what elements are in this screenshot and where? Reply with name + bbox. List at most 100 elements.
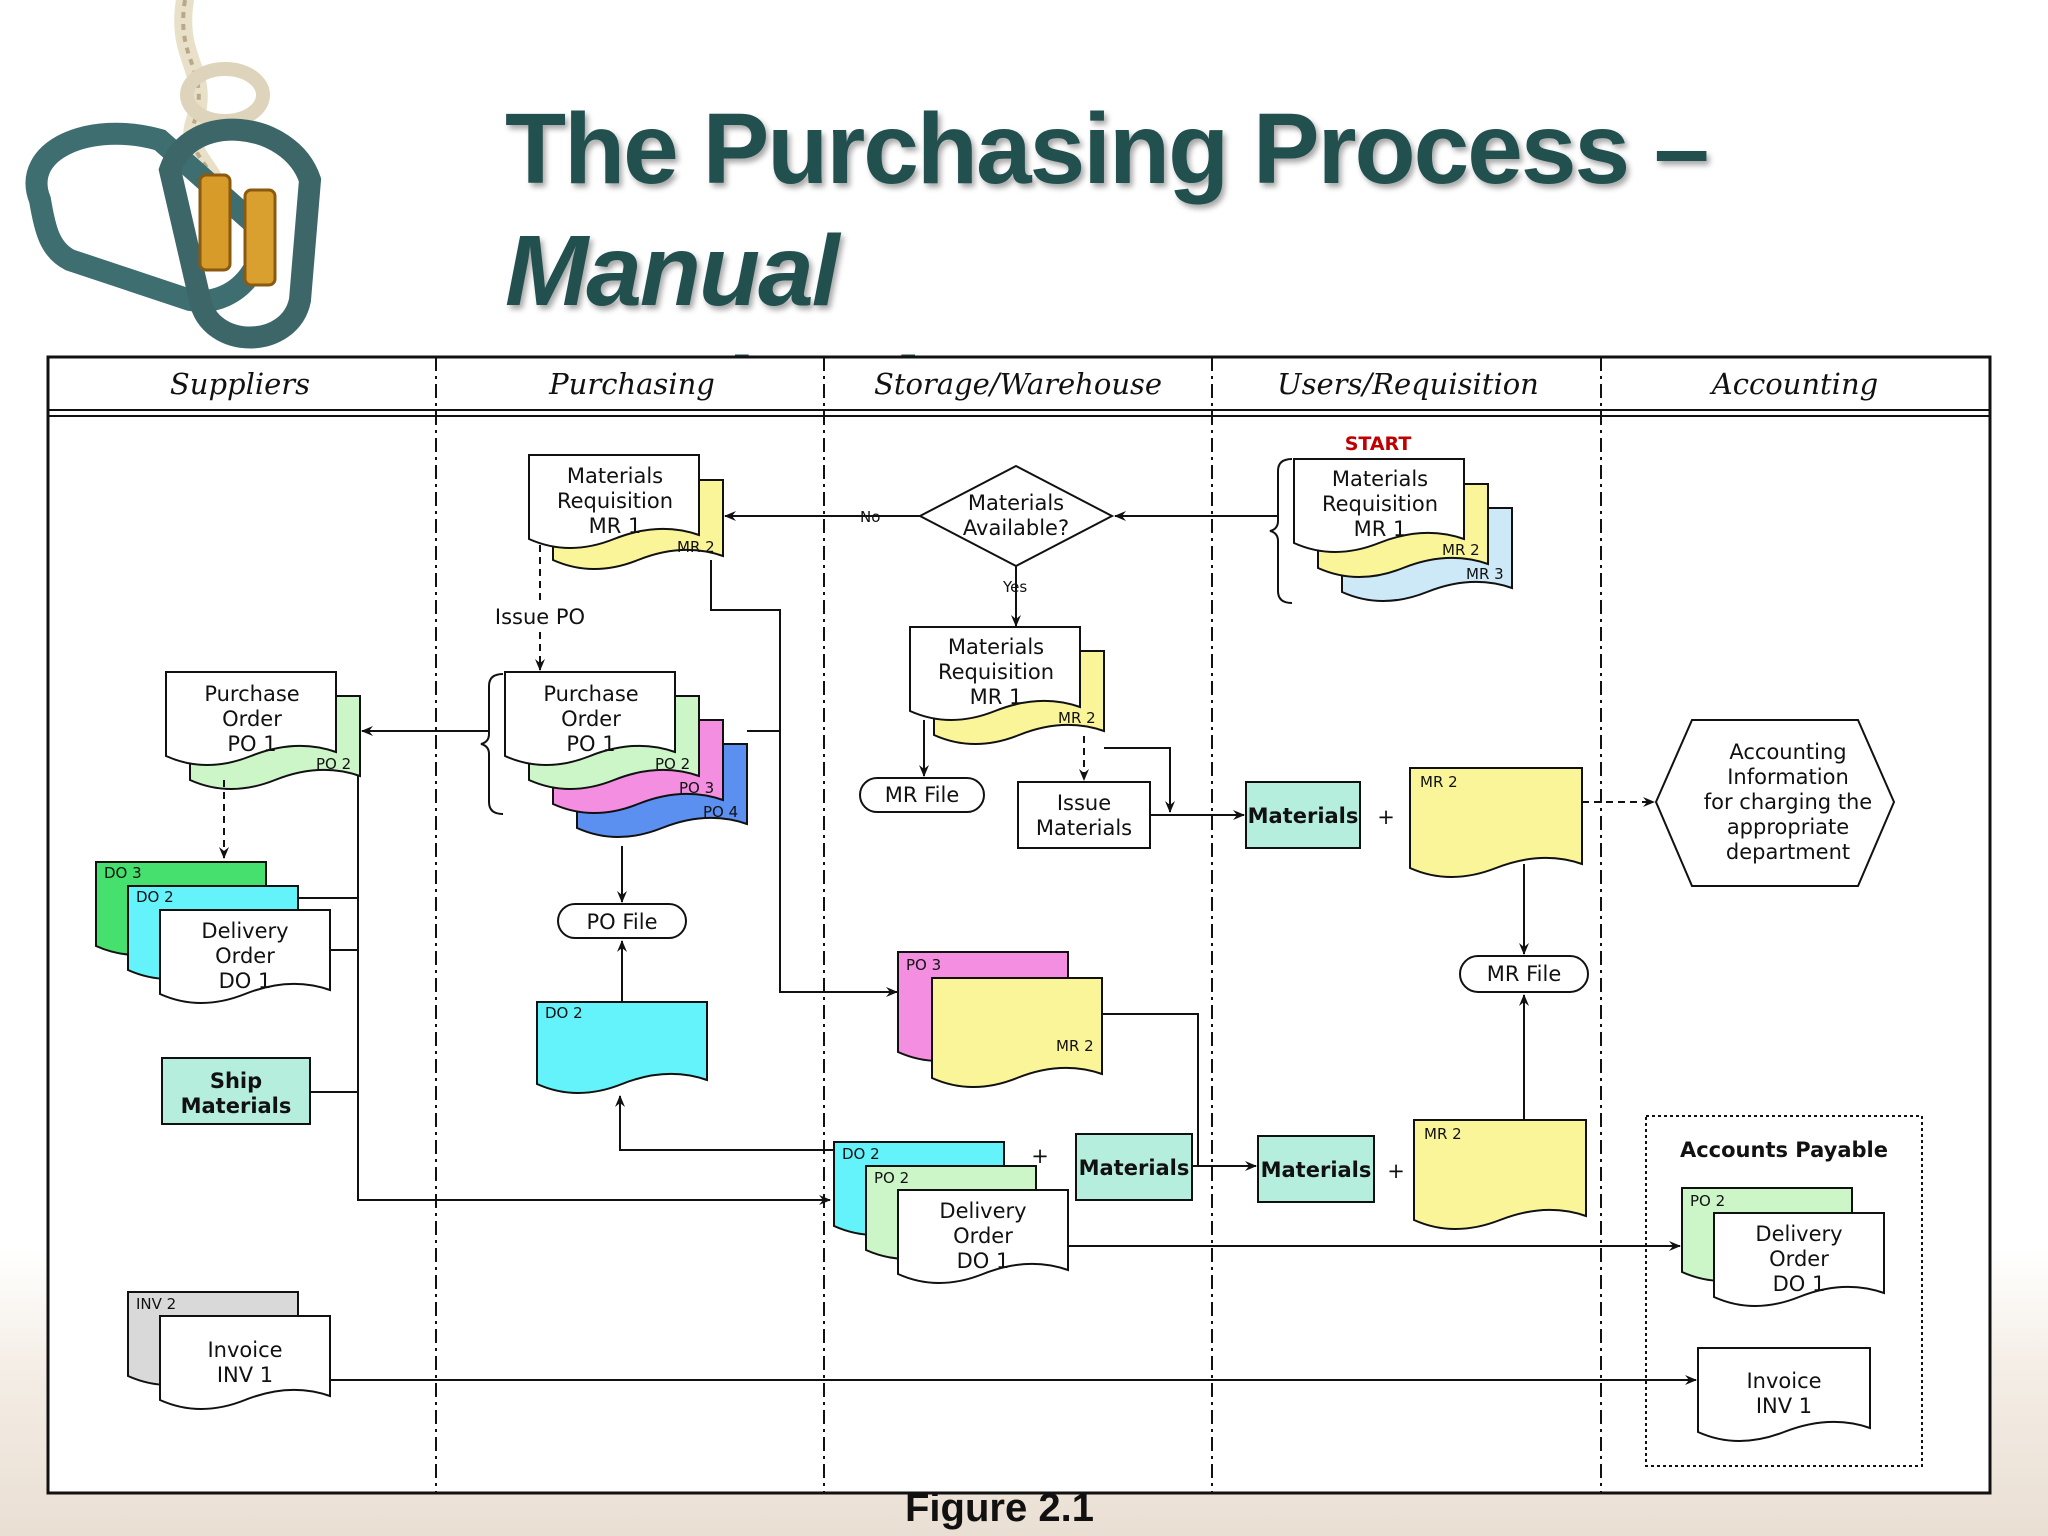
mr2-document-users-upper: MR 2 xyxy=(1409,767,1583,878)
do-accounting-line2: Order xyxy=(1769,1247,1829,1271)
po-suppliers-line3: PO 1 xyxy=(227,732,276,756)
do-suppliers-line2: Order xyxy=(215,944,275,968)
issue-po-label: Issue PO xyxy=(495,605,585,629)
mr2-tag-purchasing: MR 2 xyxy=(677,538,715,556)
decision-materials-available: Materials Available? xyxy=(917,464,1115,568)
mr-doc-line3: MR 1 xyxy=(1354,517,1407,541)
ship-line1: Ship xyxy=(210,1069,262,1093)
materials-users-upper: Materials xyxy=(1245,781,1361,849)
brace-purchasing xyxy=(480,673,504,815)
decision-line2: Available? xyxy=(963,516,1069,540)
issue-line2: Materials xyxy=(1036,816,1132,840)
lane-header-suppliers: Suppliers xyxy=(170,367,310,401)
do2-tag-storage: DO 2 xyxy=(842,1145,880,1163)
start-label: START xyxy=(1345,433,1412,455)
do-document-set-storage: DO 2 PO 2 Delivery Order DO 1 xyxy=(833,1141,1069,1284)
arrow-do-to-purchasing-do2 xyxy=(615,1095,834,1151)
acct-line2: Information xyxy=(1727,765,1849,789)
invoice-suppliers-line1: Invoice xyxy=(207,1338,282,1362)
po-purchasing-line2: Order xyxy=(561,707,621,731)
brace-users xyxy=(1269,458,1293,604)
lane-header-accounting: Accounting xyxy=(1709,367,1878,401)
do-storage-line2: Order xyxy=(953,1224,1013,1248)
do-accounting-line3: DO 1 xyxy=(1773,1272,1826,1296)
po3-tag: PO 3 xyxy=(679,779,714,797)
mr2-tag-storage-pair: MR 2 xyxy=(1056,1037,1094,1055)
plus-storage: + xyxy=(1031,1144,1049,1168)
acct-line4: appropriate xyxy=(1727,815,1849,839)
mr-file-storage-label: MR File xyxy=(885,783,960,807)
carabiner-right xyxy=(158,118,322,349)
mr-document-purchasing: MR 2 Materials Requisition MR 1 xyxy=(528,454,724,570)
po2-tag-storage: PO 2 xyxy=(874,1169,909,1187)
plus-users-lower: + xyxy=(1387,1159,1405,1183)
mr-file-storage: MR File xyxy=(859,777,985,813)
line-do-to-trunk xyxy=(298,897,358,1093)
invoice-accounting-line1: Invoice xyxy=(1746,1369,1821,1393)
ship-materials-process: Ship Materials xyxy=(161,1057,311,1125)
mr-purchasing-line3: MR 1 xyxy=(589,514,642,538)
po-suppliers-line2: Order xyxy=(222,707,282,731)
po-purchasing-line3: PO 1 xyxy=(566,732,615,756)
inv2-tag-suppliers: INV 2 xyxy=(136,1295,176,1313)
do-document-set-accounting: PO 2 Delivery Order DO 1 xyxy=(1681,1187,1885,1307)
materials-storage-label: Materials xyxy=(1079,1156,1190,1180)
materials-users-lower: Materials xyxy=(1257,1135,1375,1203)
mr-file-users: MR File xyxy=(1459,955,1589,993)
po3-mr2-pair-storage: PO 3 MR 2 xyxy=(897,951,1103,1088)
do-suppliers-line1: Delivery xyxy=(201,919,288,943)
invoice-set-suppliers: INV 2 Invoice INV 1 xyxy=(127,1291,331,1410)
invoice-accounting: Invoice INV 1 xyxy=(1697,1347,1871,1442)
mr-storage-line1: Materials xyxy=(948,635,1044,659)
title-main: The Purchasing Process – xyxy=(505,93,1709,205)
do-suppliers-line3: DO 1 xyxy=(219,969,272,993)
materials-storage: Materials xyxy=(1075,1133,1193,1201)
mr-doc-line1: Materials xyxy=(1332,467,1428,491)
mr2-document-users-lower: MR 2 xyxy=(1413,1119,1587,1230)
mr2-tag-users-upper: MR 2 xyxy=(1420,773,1458,791)
mr-doc-line2: Requisition xyxy=(1322,492,1438,516)
accounts-payable-group: Accounts Payable xyxy=(1645,1115,1923,1467)
po-file-label: PO File xyxy=(586,910,657,934)
materials-users-lower-label: Materials xyxy=(1261,1158,1372,1182)
do2-tag-purchasing: DO 2 xyxy=(545,1004,583,1022)
line-suppliers-trunk xyxy=(357,776,831,1205)
mr-document-storage: MR 2 Materials Requisition MR 1 xyxy=(909,626,1105,745)
po-document-suppliers: PO 2 Purchase Order PO 1 xyxy=(165,671,361,790)
po2-tag-suppliers: PO 2 xyxy=(316,755,351,773)
issue-materials-process: Issue Materials xyxy=(1017,781,1151,849)
invoice-accounting-line2: INV 1 xyxy=(1756,1394,1812,1418)
acct-line5: department xyxy=(1726,840,1850,864)
do-document-set-suppliers: DO 3 DO 2 Delivery Order DO 1 xyxy=(95,861,331,1004)
figure-caption: Figure 2.1 xyxy=(905,1486,1094,1530)
mr2-tag: MR 2 xyxy=(1442,541,1480,559)
do-storage-line3: DO 1 xyxy=(957,1249,1010,1273)
yes-label: Yes xyxy=(1002,578,1027,596)
po-document-set-purchasing: PO 4 PO 3 PO 2 Purchase Order PO 1 xyxy=(504,671,748,838)
mr-storage-line2: Requisition xyxy=(938,660,1054,684)
do2-document-purchasing: DO 2 xyxy=(536,1001,708,1094)
lane-headers: Suppliers Purchasing Storage/Warehouse U… xyxy=(170,367,1878,401)
carabiner-logo xyxy=(25,0,322,349)
mr-storage-line3: MR 1 xyxy=(970,685,1023,709)
accounting-information-hexagon: Accounting Information for charging the … xyxy=(1654,719,1896,887)
mr-purchasing-line1: Materials xyxy=(567,464,663,488)
mr-document-set-users: MR 3 MR 2 Materials Requisition MR 1 xyxy=(1293,458,1513,602)
ship-line2: Materials xyxy=(181,1094,292,1118)
plus-users-upper: + xyxy=(1377,805,1395,829)
decision-line1: Materials xyxy=(968,491,1064,515)
po2-tag: PO 2 xyxy=(655,755,690,773)
mr2-tag-storage: MR 2 xyxy=(1058,709,1096,727)
acct-line1: Accounting xyxy=(1729,740,1846,764)
accounts-payable-label: Accounts Payable xyxy=(1680,1138,1888,1162)
lane-header-users: Users/Requisition xyxy=(1277,367,1539,401)
do-accounting-line1: Delivery xyxy=(1755,1222,1842,1246)
invoice-suppliers-line2: INV 1 xyxy=(217,1363,273,1387)
po4-tag: PO 4 xyxy=(703,803,738,821)
materials-users-upper-label: Materials xyxy=(1248,804,1359,828)
line-pair-to-materials xyxy=(1102,1013,1257,1171)
lane-header-storage: Storage/Warehouse xyxy=(874,367,1162,401)
do2-tag-suppliers: DO 2 xyxy=(136,888,174,906)
po3-tag-storage: PO 3 xyxy=(906,956,941,974)
